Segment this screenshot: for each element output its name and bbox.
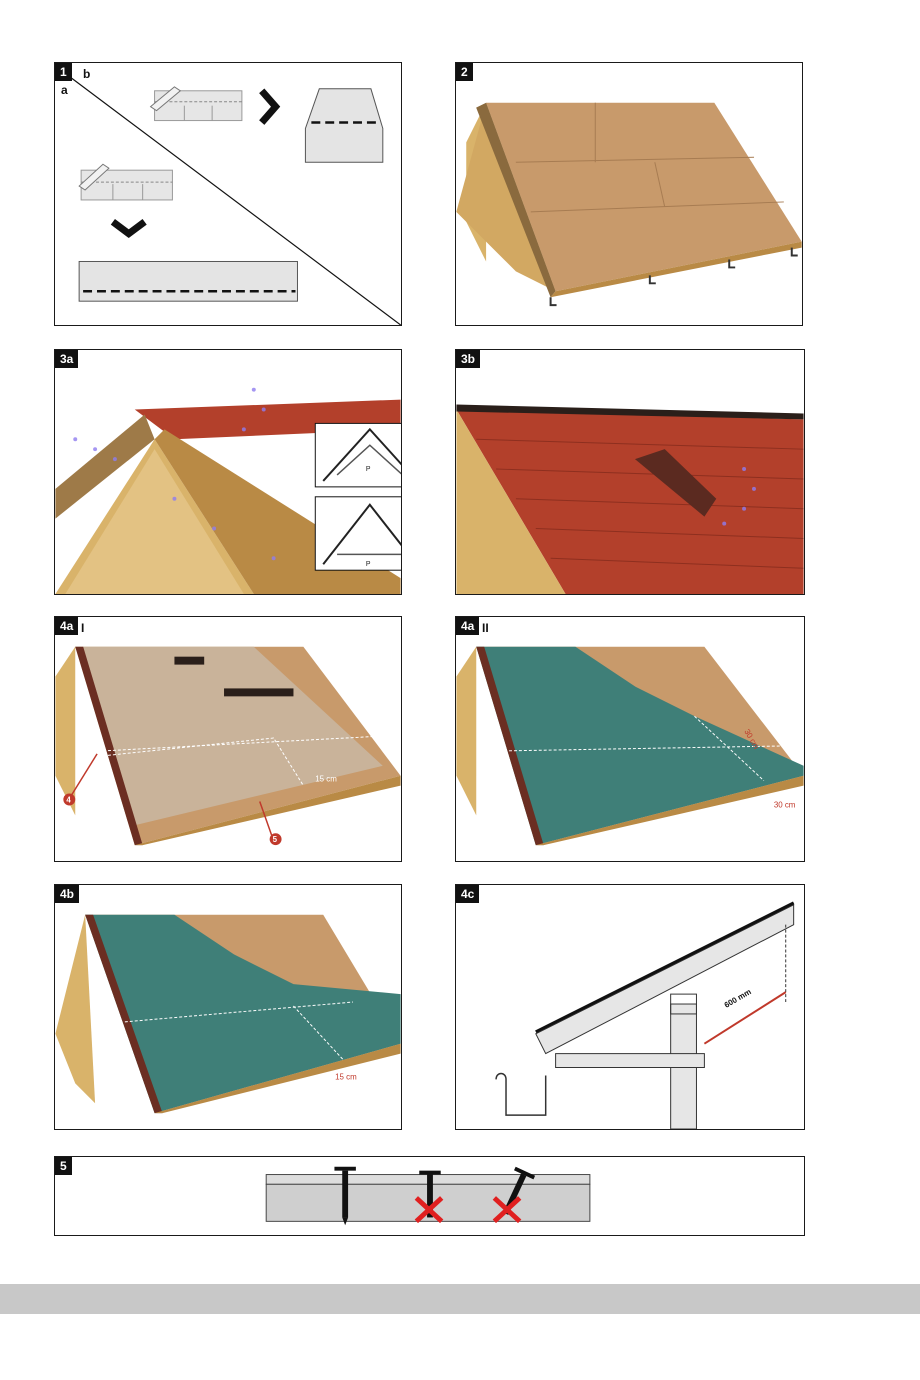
panel-tag: 4a	[456, 617, 480, 635]
panel-1-illustration	[66, 74, 401, 325]
nail-incorrect-shallow	[419, 1170, 441, 1218]
dim-30cm-bottom: 30 cm	[774, 800, 796, 809]
panel-4a-I-illustration: 10 cm 15 cm 4 5	[55, 646, 401, 846]
panel-tag: 4b	[55, 885, 80, 903]
panel-2-felt-roof: 2	[455, 62, 803, 326]
panel-tag: 2	[456, 63, 473, 81]
dim-10cm: 10 cm	[79, 744, 94, 768]
sub-label: II	[482, 621, 489, 635]
panel-3b-illustration	[456, 404, 804, 594]
footer-bar	[0, 1284, 920, 1314]
sub-label: I	[81, 621, 85, 635]
panel-tag: 4c	[456, 885, 480, 903]
marker-4: 4	[66, 795, 71, 804]
panel-5-nailing: 5	[54, 1156, 805, 1236]
panel-3b-roof-vent: 3b	[455, 349, 805, 595]
inset-label-p-top: P	[366, 466, 371, 473]
panel-tag: 5	[55, 1157, 72, 1175]
panel-5-illustration	[265, 1166, 591, 1226]
dim-10cm: 10 cm	[101, 1012, 116, 1036]
sub-label-a: a	[61, 83, 68, 97]
panel-4a-II-shingle-layout: 4a II 30 cm 30 cm	[455, 616, 805, 862]
panel-tag: 4a	[55, 617, 79, 635]
dim-15cm: 15 cm	[335, 1072, 357, 1081]
inset-label-p-bottom: P	[366, 561, 371, 568]
marker-5: 5	[273, 835, 278, 844]
dim-15cm: 15 cm	[315, 775, 337, 784]
panel-3a-illustration: P P	[55, 387, 401, 594]
panel-1-ridge-cutting: 1 a b	[54, 62, 402, 326]
panel-tag: 3b	[456, 350, 481, 368]
panel-4a-I-shingle-layout: 4a I 10 cm 15 cm 4 5	[54, 616, 402, 862]
dim-600mm: 600 mm	[723, 987, 753, 1010]
panel-4c-roof-cross-section: 4c 600 mm	[455, 884, 805, 1130]
nail-incorrect-angled	[502, 1166, 536, 1215]
panel-4c-illustration: 600 mm	[495, 901, 795, 1129]
nail-correct	[334, 1166, 356, 1226]
panel-4b-shingle-layout: 4b 10 cm 15 cm	[54, 884, 402, 1130]
panel-3a-ventilation: 3a P P	[54, 349, 402, 595]
panel-4b-illustration: 10 cm 15 cm	[55, 914, 401, 1114]
panel-2-illustration	[456, 102, 802, 307]
panel-tag: 1	[55, 63, 72, 81]
sub-label-b: b	[83, 67, 91, 81]
panel-tag: 3a	[55, 350, 79, 368]
panel-4a-II-illustration: 30 cm 30 cm	[456, 646, 804, 846]
